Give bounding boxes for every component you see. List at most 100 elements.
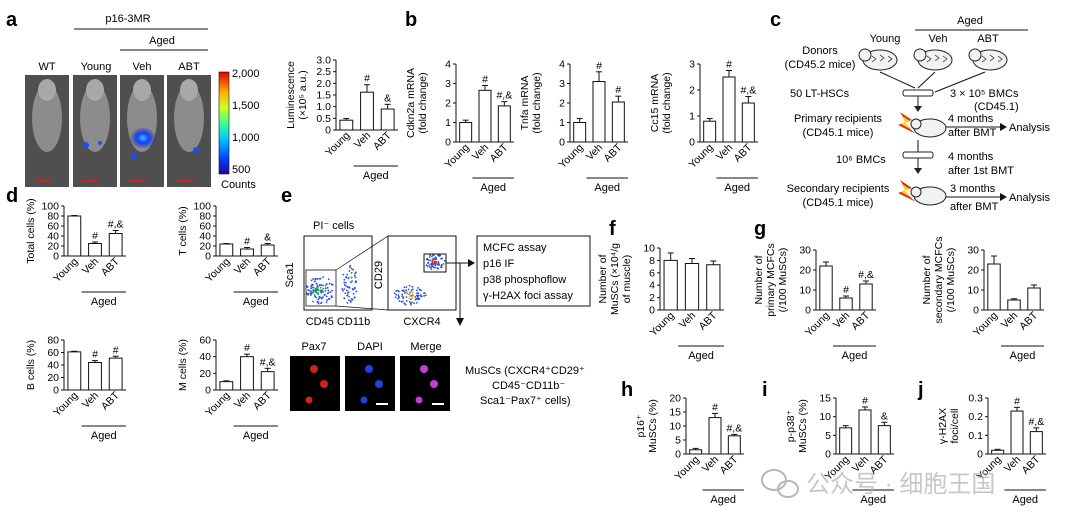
flow-dot xyxy=(442,263,445,265)
donor-arrows xyxy=(879,71,986,93)
flow-dot xyxy=(320,301,323,304)
chart-i-ytick-label: 15 xyxy=(819,393,831,405)
bar-j-abt xyxy=(1029,431,1043,455)
flow-dot xyxy=(440,264,443,267)
flow-dot xyxy=(429,266,431,269)
flow-dot xyxy=(314,278,317,280)
aged-label-g2: Aged xyxy=(1010,350,1036,362)
chart-f-ylabel: of muscle) xyxy=(621,255,633,303)
sig-a-veh: # xyxy=(364,73,370,85)
bar-h-abt xyxy=(727,435,741,455)
chart-b1-ytick-label: 1 xyxy=(445,117,451,129)
flow-dot xyxy=(354,272,356,275)
mouse-image-abt xyxy=(167,75,211,187)
xtick-label-j-abt: ABT xyxy=(1020,453,1043,476)
flow-dot xyxy=(324,287,327,290)
aged-label-d4: Aged xyxy=(243,430,269,442)
flow-dot xyxy=(423,295,426,297)
flow-dot xyxy=(434,266,436,269)
panel-letter-b: b xyxy=(405,9,417,31)
flow-dot xyxy=(427,259,430,261)
flow-dot xyxy=(328,282,331,285)
flow-dot xyxy=(320,284,323,286)
chart-a-ytick-label: 2.5 xyxy=(316,66,331,78)
chart-d1-ylabel: Total cells (%) xyxy=(25,198,37,263)
chart-g2-ylabel: (/100 MuSCs) xyxy=(945,248,957,313)
chart-h-ytick-label: 10 xyxy=(669,421,681,433)
bmcs-label: 3 × 10⁵ BMCs xyxy=(950,88,1019,100)
flow-dot xyxy=(436,263,439,266)
flow-dot xyxy=(317,292,319,294)
chart-a-ytick-label: 1.5 xyxy=(316,90,331,102)
flow-dot xyxy=(317,302,320,305)
flow-dot xyxy=(420,289,422,292)
flow-dot xyxy=(317,293,320,296)
months1-sub-label: after BMT xyxy=(948,127,997,139)
aged-label-f: Aged xyxy=(688,350,714,362)
chart-d2-ylabel: T cells (%) xyxy=(177,206,189,255)
flow-dot xyxy=(347,276,350,279)
flow-dot xyxy=(398,300,401,302)
xtick-label-d1-veh: Veh xyxy=(80,256,101,277)
flow-dot xyxy=(349,266,351,269)
flow-dot xyxy=(326,299,328,302)
flow-dot xyxy=(409,290,412,293)
flow-dot xyxy=(430,262,433,265)
flow-dot xyxy=(348,270,351,272)
chart-a-ytick-label: 1.0 xyxy=(316,101,331,113)
flow-dot xyxy=(350,271,353,274)
chart-f-ylabel: MuSCs (×10⁴/g xyxy=(609,243,621,315)
bar-b1-veh xyxy=(478,89,492,143)
flow-dot xyxy=(316,284,319,286)
aged-label-d3: Aged xyxy=(91,430,117,442)
aged-label-d2: Aged xyxy=(243,296,269,308)
chart-b1-ytick-label: 2 xyxy=(445,98,451,110)
strain-label: p16-3MR xyxy=(105,13,150,25)
chart-f-ytick-label: 4 xyxy=(649,280,655,292)
chart-b3-ylabel: (fold change) xyxy=(661,72,673,133)
schematic-aged: Aged xyxy=(957,15,983,27)
bmcs2-label: 10⁶ BMCs xyxy=(836,154,886,166)
flow-dot xyxy=(344,292,347,295)
flow-dot xyxy=(324,284,327,287)
chart-i-ytick-label: 0 xyxy=(825,449,831,461)
bar-d4-young xyxy=(219,381,234,391)
sig-b2-veh: # xyxy=(596,60,602,72)
chart-i-ytick-label: 5 xyxy=(825,430,831,442)
flow-dot xyxy=(346,286,349,289)
flow-dot xyxy=(431,260,434,263)
chart-b3-ytick-label: 2 xyxy=(689,85,695,97)
panel-letter-h: h xyxy=(621,379,633,401)
flow-dot xyxy=(313,280,316,283)
bar-b3-young xyxy=(703,120,717,143)
chart-j-ylabel: γ-H2AX xyxy=(937,408,949,444)
panel-letter-f: f xyxy=(609,218,616,240)
chart-f-ytick-label: 8 xyxy=(649,255,655,267)
flow-dot xyxy=(417,287,419,289)
flow-dot xyxy=(307,289,310,292)
xtick-label-j-veh: Veh xyxy=(1002,454,1023,475)
micrograph-pax7 xyxy=(290,356,340,411)
xtick-label-f-abt: ABT xyxy=(697,309,720,332)
donor-mouse-young-icon xyxy=(858,48,898,71)
flow-dot xyxy=(312,300,314,303)
chart-d4-ytick-label: 20 xyxy=(199,368,211,380)
analysis-label-1: Analysis xyxy=(1009,122,1050,134)
flow-dot xyxy=(416,292,418,294)
flow-dot xyxy=(405,296,408,298)
bar-a-young xyxy=(339,119,354,131)
musc-line-2: CD45⁻CD11b⁻ xyxy=(492,380,565,392)
chart-j-ytick-label: 0.2 xyxy=(968,411,983,423)
flow-dot xyxy=(432,254,435,257)
secondary-recipients-sub-label: (CD45.1 mice) xyxy=(803,197,874,209)
chart-b2-ytick-label: 3 xyxy=(559,78,565,90)
chart-i-ylabel: p-p38⁺ xyxy=(785,409,797,442)
chart-f-ytick-label: 0 xyxy=(649,305,655,317)
flow-dot xyxy=(402,297,405,300)
flow-dot xyxy=(409,298,412,301)
sig-d3-abt: # xyxy=(113,344,119,356)
bar-b2-young xyxy=(573,122,587,143)
